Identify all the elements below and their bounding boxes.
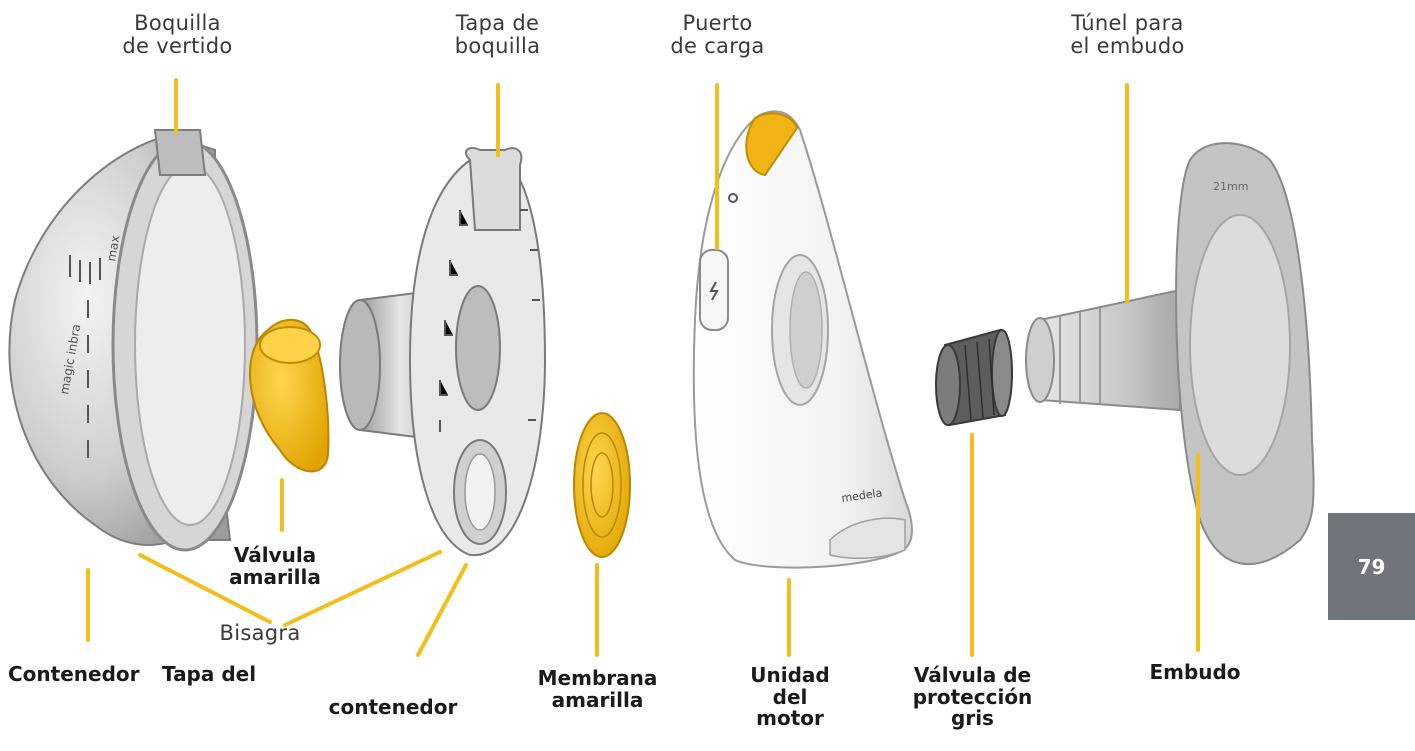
label-contenedor: Contenedor <box>8 664 158 686</box>
leader-tapa-contenedor <box>418 565 466 655</box>
motor-unit: medela <box>694 111 912 567</box>
page-number-tab: 79 <box>1328 513 1415 620</box>
container-bowl: magic inbra max <box>9 130 257 550</box>
label-embudo: Embudo <box>1135 662 1255 684</box>
funnel: 21mm <box>1026 143 1314 564</box>
funnel-size-text: 21mm <box>1213 180 1248 193</box>
label-tapa-contenedor: contenedor <box>318 697 468 719</box>
yellow-membrane <box>574 413 630 557</box>
grey-protection-valve <box>936 330 1012 425</box>
label-bisagra: Bisagra <box>195 622 325 645</box>
yellow-valve <box>250 320 328 472</box>
container-lid <box>340 148 545 555</box>
label-tapa-del: Tapa del <box>162 664 272 686</box>
page-number: 79 <box>1358 555 1386 579</box>
